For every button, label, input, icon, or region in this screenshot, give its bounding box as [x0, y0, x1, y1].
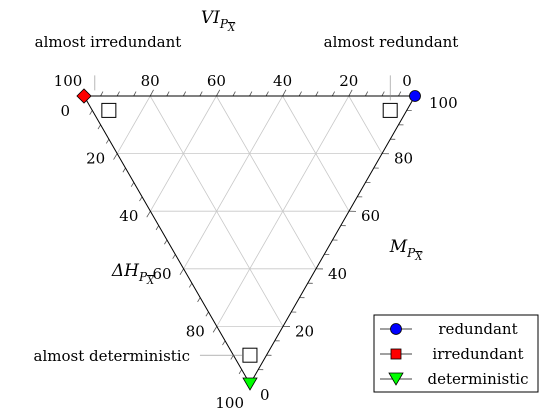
- tick-label-right-1: 80: [394, 150, 413, 168]
- tick-left-19: [238, 369, 243, 375]
- annotation-square-2: [242, 347, 258, 363]
- marker-deterministic: [242, 377, 258, 391]
- annotation-label-0: almost irredundant: [35, 33, 182, 51]
- tick-left-17: [222, 340, 226, 346]
- tick-left-7: [139, 196, 143, 202]
- data-markers: [76, 88, 421, 391]
- tick-top-4: [149, 89, 154, 97]
- legend-marker-irredundant: [390, 348, 402, 360]
- tick-label-left-4: 80: [186, 322, 205, 340]
- tick-left-2: [97, 124, 101, 130]
- grid-line-vi-60: [150, 95, 217, 212]
- axis-ticks: [89, 89, 412, 375]
- tick-label-left-0: 0: [60, 102, 70, 120]
- tick-labels: 100 80 60 40 20 0 0 20 40 60 80 100 100 80 60 40 20 0: [54, 72, 458, 412]
- tick-top-12: [282, 89, 287, 97]
- tick-top-8: [216, 89, 221, 97]
- tick-top-11: [265, 91, 269, 97]
- axis-title-top: VIPX: [201, 8, 236, 34]
- tick-top-2: [116, 91, 120, 97]
- axis-title-right-sub-var: X: [414, 252, 423, 263]
- legend-marker-redundant: [390, 323, 402, 335]
- tick-top-18: [381, 91, 385, 97]
- tick-left-1: [89, 110, 93, 115]
- tick-top-9: [232, 91, 236, 97]
- grid-line-m-60: [282, 95, 350, 212]
- grid-line-m-40: [216, 95, 317, 269]
- tick-top-7: [199, 91, 203, 97]
- tick-top-14: [315, 91, 319, 97]
- legend-marker-deterministic: [388, 372, 404, 386]
- legend: redundant irredundant deterministic: [373, 314, 539, 393]
- tick-label-right-2: 60: [361, 207, 380, 225]
- tick-label-right-5: 0: [260, 386, 270, 404]
- legend-label-redundant: redundant: [438, 320, 517, 338]
- tick-label-top-2: 60: [207, 72, 226, 90]
- tick-left-4: [113, 153, 118, 160]
- triangle-frame: [83, 95, 416, 386]
- tick-top-16: [348, 89, 353, 97]
- grid-line-vi-80: [116, 95, 151, 154]
- tick-label-top-5: 0: [402, 72, 412, 90]
- tick-label-top-3: 40: [273, 72, 292, 90]
- tick-label-left-5: 100: [215, 394, 244, 412]
- tick-left-5: [122, 167, 126, 173]
- tick-top-19: [398, 91, 402, 97]
- tick-top-17: [364, 91, 369, 97]
- tick-label-top-4: 20: [339, 72, 358, 90]
- triangle-outline: [83, 95, 416, 386]
- legend-label-irredundant: irredundant: [432, 345, 523, 363]
- axis-title-left: ΔHPX: [111, 261, 155, 287]
- tick-left-3: [105, 138, 110, 144]
- tick-label-left-3: 60: [153, 265, 172, 283]
- axis-title-left-main: ΔH: [111, 261, 140, 281]
- tick-label-right-4: 20: [295, 322, 314, 340]
- grid-lines: [116, 95, 383, 327]
- tick-left-18: [230, 354, 234, 360]
- tick-top-5: [166, 91, 170, 97]
- axis-title-right-main: M: [389, 237, 408, 257]
- annotation-square-1: [382, 102, 398, 118]
- legend-label-deterministic: deterministic: [428, 370, 529, 388]
- annotation-square-0: [101, 102, 117, 118]
- tick-left-9: [155, 225, 160, 231]
- axis-title-right-sub: P: [406, 246, 416, 260]
- annotation-label-2: almost deterministic: [34, 347, 190, 365]
- tick-left-12: [179, 268, 184, 275]
- axis-title-top-main: VI: [201, 8, 220, 28]
- axis-title-left-sub-var: X: [146, 276, 155, 287]
- axis-title-top-sub-var: X: [227, 23, 236, 34]
- tick-left-11: [172, 254, 176, 259]
- annotations: almost irredundant almost redundant almost…: [34, 33, 459, 365]
- tick-label-top-0: 100: [54, 72, 83, 90]
- tick-label-right-0: 100: [429, 94, 458, 112]
- tick-top-15: [331, 91, 335, 97]
- axis-title-right: MPX: [389, 237, 424, 263]
- grid-line-vi-40: [183, 95, 283, 269]
- tick-top-3: [133, 91, 137, 97]
- grid-line-m-80: [348, 95, 383, 154]
- tick-top-10: [249, 91, 253, 97]
- axis-title-top-sub: P: [219, 17, 229, 31]
- tick-top-13: [298, 91, 302, 97]
- tick-label-right-3: 40: [328, 265, 347, 283]
- marker-redundant: [409, 90, 421, 102]
- tick-top-1: [100, 91, 104, 97]
- tick-top-6: [182, 91, 187, 97]
- tick-label-left-2: 40: [119, 207, 138, 225]
- marker-irredundant: [76, 88, 92, 104]
- tick-left-10: [164, 239, 168, 245]
- tick-left-14: [197, 297, 201, 303]
- tick-left-16: [212, 326, 218, 333]
- tick-label-top-1: 80: [141, 72, 160, 90]
- tick-left-8: [146, 210, 151, 218]
- tick-left-13: [188, 282, 193, 288]
- tick-left-6: [130, 182, 135, 187]
- tick-label-left-1: 20: [86, 150, 105, 168]
- axis-title-left-sub: P: [138, 270, 148, 284]
- tick-left-15: [205, 311, 209, 317]
- annotation-label-1: almost redundant: [324, 33, 459, 51]
